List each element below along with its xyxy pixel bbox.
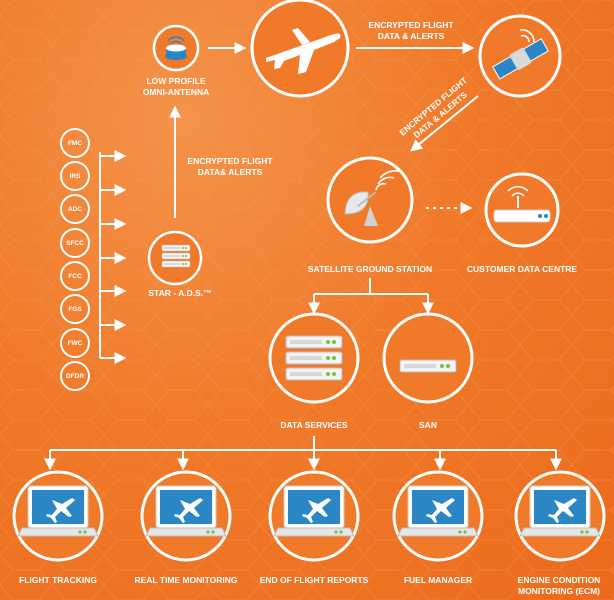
antenna-node — [152, 24, 200, 72]
app-label-flight-tracking: FLIGHT TRACKING — [19, 575, 97, 585]
source-adc: ADC — [60, 194, 90, 224]
customer-data-centre-label: CUSTOMER DATA CENTRE — [466, 264, 578, 274]
san-node — [382, 312, 474, 404]
server-icon — [399, 359, 457, 373]
laptop-icon — [273, 485, 355, 537]
arrow-satellite-to-ground — [410, 95, 479, 152]
server-icon — [161, 244, 191, 268]
app-label-real-time-monitoring: REAL TIME MONITORING — [134, 575, 238, 585]
app-label-end-of-flight-reports: END OF FLIGHT REPORTS — [259, 575, 369, 585]
data-services-node — [268, 312, 360, 404]
services-to-apps-connector — [50, 436, 556, 451]
laptop-icon — [145, 485, 227, 537]
app-engine-condition-monitoring — [514, 470, 606, 562]
ground-station-node — [326, 156, 414, 244]
flight-data-left-label: ENCRYPTED FLIGHT DATA& ALERTS — [187, 156, 273, 177]
router-icon — [493, 186, 551, 223]
ground-to-storage-connector — [314, 278, 428, 295]
satellite-dish-icon — [344, 170, 403, 226]
star-ads-label: STAR - A.D.S.™ — [148, 288, 212, 298]
source-fgs: FGS — [60, 294, 90, 324]
source-dfdr: DFDR — [60, 361, 90, 391]
aircraft-icon — [266, 28, 341, 74]
laptop-icon — [397, 485, 479, 537]
source-connectors — [99, 150, 127, 364]
star-ads-node — [147, 230, 203, 286]
app-flight-tracking — [12, 470, 104, 562]
source-sfcc: SFCC — [60, 228, 90, 258]
source-fcc: FCC — [60, 261, 90, 291]
satellite-icon — [492, 38, 549, 80]
customer-data-centre-node — [484, 172, 560, 248]
app-label-fuel-manager: FUEL MANAGER — [403, 575, 473, 585]
laptop-icon — [519, 485, 601, 537]
san-label: SAN — [419, 420, 437, 430]
antenna-label: LOW PROFILE OMNI-ANTENNA — [142, 76, 210, 97]
aircraft-node — [250, 0, 350, 98]
source-irs: IRS — [60, 161, 90, 191]
ground-station-label: SATELLITE GROUND STATION — [307, 264, 433, 274]
laptop-icon — [17, 485, 99, 537]
satellite-node — [478, 14, 562, 98]
flight-data-top-label: ENCRYPTED FLIGHT DATA & ALERTS — [368, 20, 454, 41]
app-label-engine-condition-monitoring: ENGINE CONDITION MONITORING (ECM) — [517, 575, 601, 596]
source-fwc: FWC — [60, 328, 90, 358]
server-icon — [285, 335, 343, 381]
app-fuel-manager — [392, 470, 484, 562]
data-services-label: DATA SERVICES — [280, 420, 348, 430]
app-real-time-monitoring — [140, 470, 232, 562]
source-fmc: FMC — [60, 128, 90, 158]
app-end-of-flight-reports — [268, 470, 360, 562]
antenna-icon — [165, 36, 187, 60]
